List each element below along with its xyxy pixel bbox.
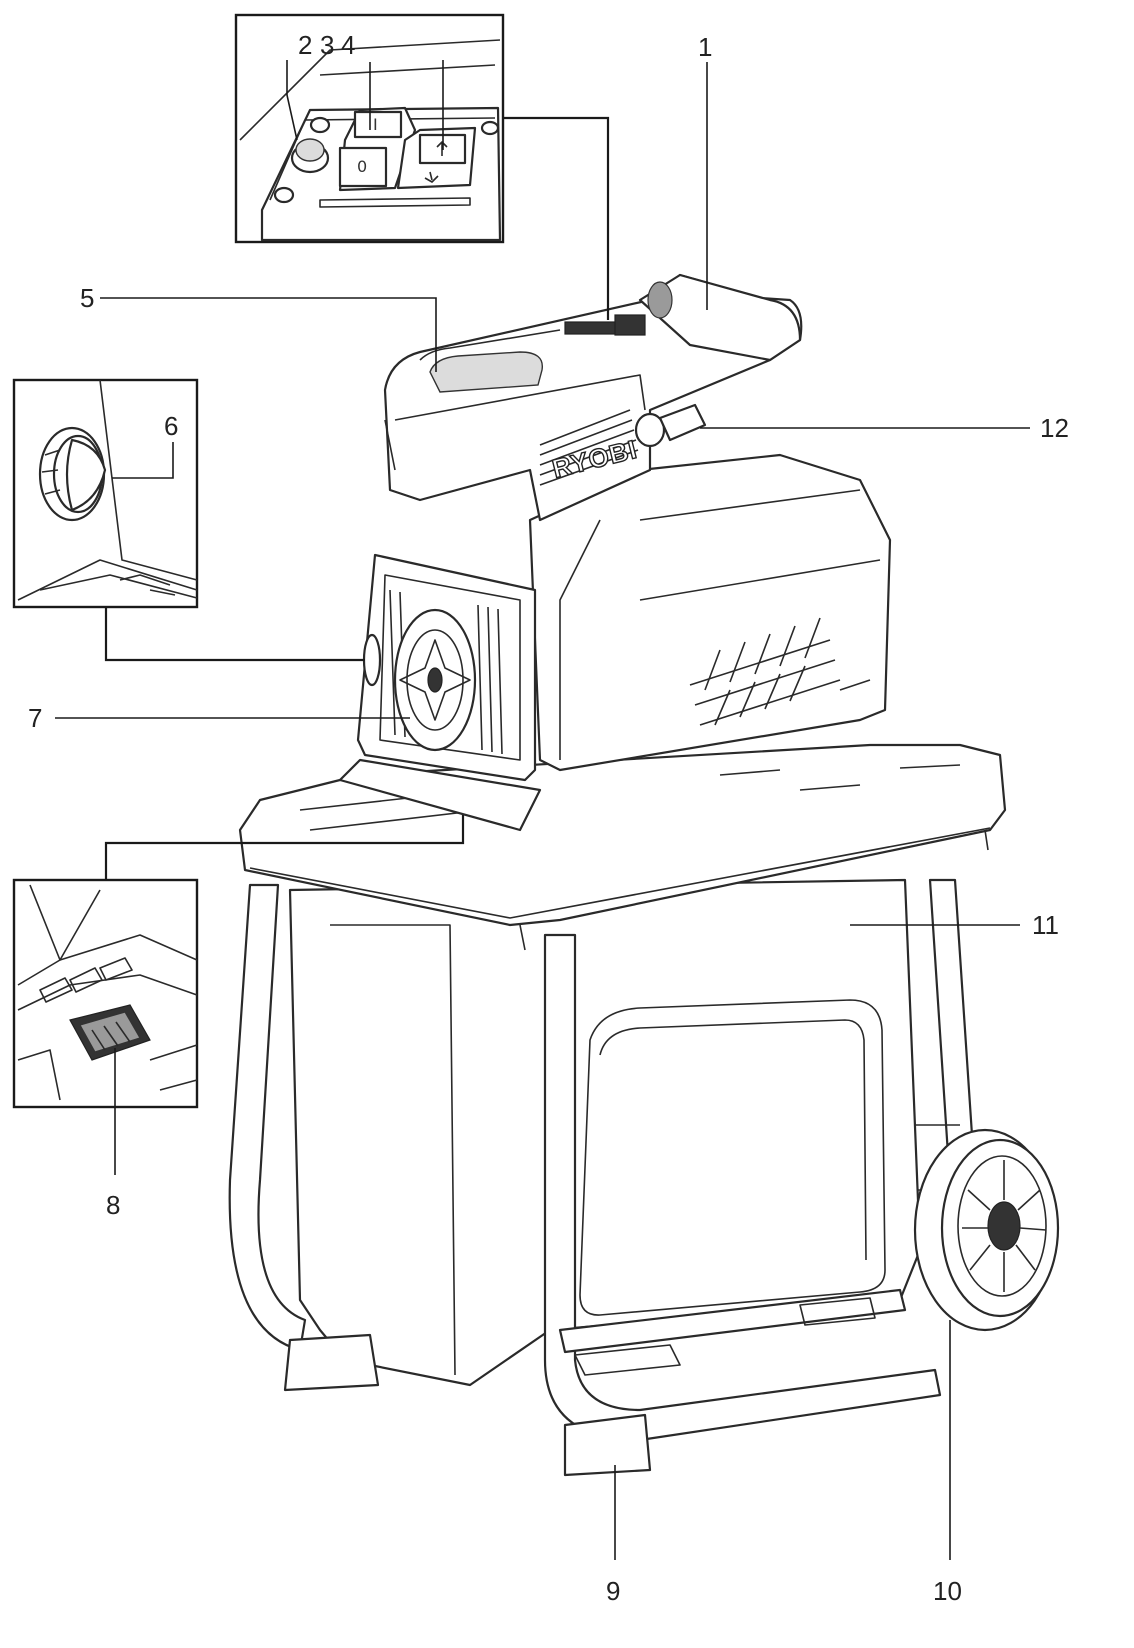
wheel xyxy=(913,1128,1060,1332)
callout-5: 5 xyxy=(80,283,94,313)
adjustment-knob xyxy=(38,426,107,522)
motor-vents xyxy=(689,617,871,726)
safety-switch-block xyxy=(69,1004,151,1061)
callout-4: 4 xyxy=(341,30,355,60)
top-handle xyxy=(638,273,802,362)
front-right-foot xyxy=(563,1413,652,1477)
collection-box-window xyxy=(579,999,886,1316)
callout-9: 9 xyxy=(606,1576,620,1606)
inset-knob xyxy=(12,378,199,609)
callout-11: 11 xyxy=(1032,910,1059,940)
hopper-grille xyxy=(384,409,639,486)
leader-lines xyxy=(55,60,1030,1560)
collection-box xyxy=(288,878,922,1387)
callout-2: 2 xyxy=(298,30,312,60)
reset-button xyxy=(290,138,330,174)
callout-7: 7 xyxy=(28,703,42,733)
on-off-switch: I 0 xyxy=(338,106,417,192)
callout-labels: 1 2 3 4 5 6 7 8 9 10 11 12 xyxy=(28,30,1069,1606)
direction-switch xyxy=(396,126,477,190)
callout-1: 1 xyxy=(698,32,712,62)
lock-knob xyxy=(634,403,707,448)
cutter-disc xyxy=(393,608,477,752)
off-symbol: 0 xyxy=(357,157,367,176)
inset-safety-switch xyxy=(12,878,199,1109)
callout-3: 3 xyxy=(320,30,334,60)
callout-12: 12 xyxy=(1040,413,1069,443)
feed-opening xyxy=(429,351,544,393)
on-symbol: I xyxy=(373,115,378,134)
callout-10: 10 xyxy=(933,1576,962,1606)
motor-housing xyxy=(528,453,892,772)
callout-8: 8 xyxy=(106,1190,120,1220)
front-frame-right xyxy=(543,933,942,1442)
callout-6: 6 xyxy=(164,411,178,441)
shredder-machine: RYOBI xyxy=(228,273,1060,1477)
front-left-foot xyxy=(283,1333,380,1392)
